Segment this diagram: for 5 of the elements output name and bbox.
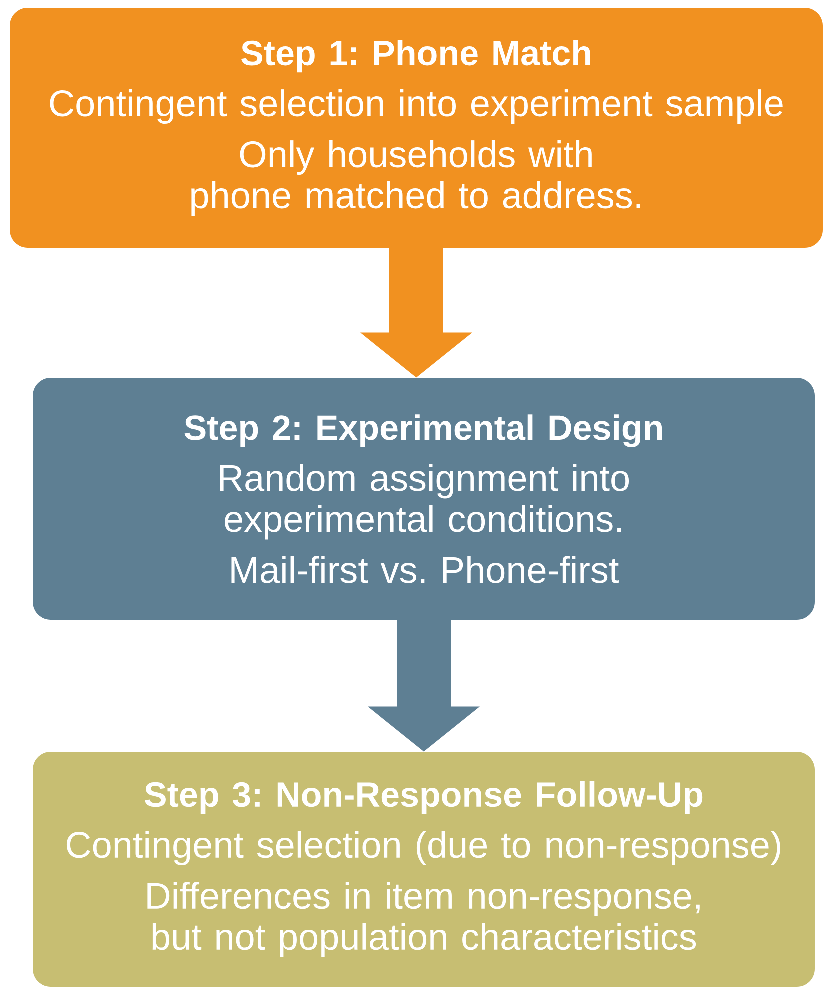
step-box: Step 1: Phone Match Contingent selection into experiment sample Only households with phone matched to address.	[10, 8, 823, 248]
block-arrow	[368, 620, 480, 752]
step-box: Step 3: Non-Response Follow-Up Contingent selection (due to non-response) Differences in item non-response, but not population characteristics	[33, 752, 815, 987]
block-arrow	[360, 248, 472, 378]
step-box: Step 2: Experimental Design Random assignment into experimental conditions. Mail-first vs. Phone-first	[33, 378, 815, 620]
